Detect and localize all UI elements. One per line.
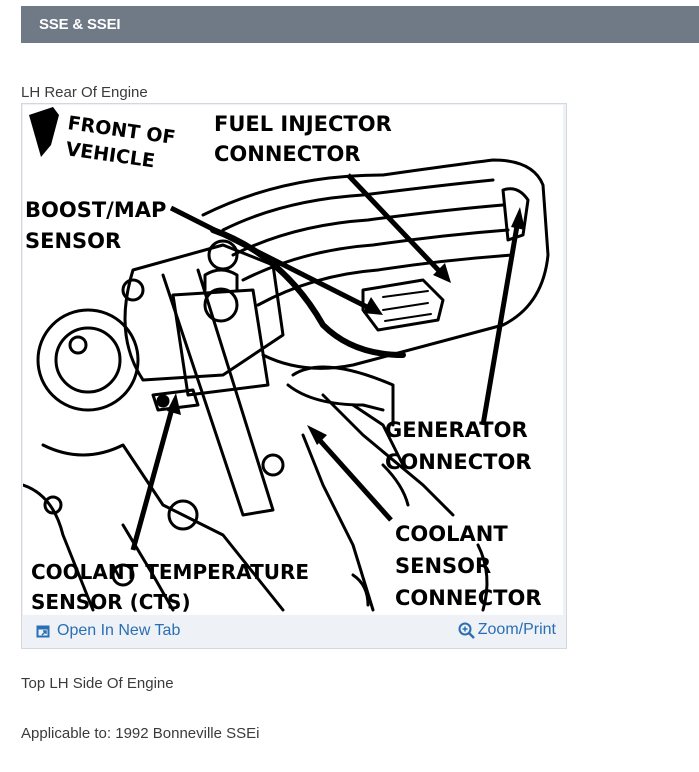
open-in-new-tab-link[interactable]: Open In New Tab: [36, 622, 180, 640]
label-generator-line2: CONNECTOR: [385, 450, 532, 474]
label-generator-line1: GENERATOR: [385, 418, 528, 442]
pointer-arrows: [130, 173, 525, 551]
figure-caption-below: Top LH Side Of Engine: [21, 675, 174, 692]
engine-line-art: [23, 158, 550, 612]
zoom-print-label: Zoom/Print: [477, 621, 556, 638]
section-title: SSE & SSEI: [39, 16, 121, 33]
label-coolant-sensor-line3: CONNECTOR: [395, 586, 542, 610]
label-coolant-sensor-line2: SENSOR: [395, 554, 491, 578]
front-arrow-icon: [29, 107, 59, 157]
label-boost-map-line1: BOOST/MAP: [25, 198, 166, 222]
figure-toolbar: Open In New Tab Zoom/Print: [22, 615, 566, 648]
figure-caption-above: LH Rear Of Engine: [21, 84, 148, 101]
label-fuel-injector-line1: FUEL INJECTOR: [214, 112, 392, 136]
open-in-new-tab-label: Open In New Tab: [57, 622, 181, 639]
label-coolant-sensor-line1: COOLANT: [395, 522, 508, 546]
applicable-text: Applicable to: 1992 Bonneville SSEi: [21, 725, 260, 742]
label-cts-line1: COOLANT TEMPERATURE: [31, 560, 309, 584]
engine-diagram-figure: FRONT OF VEHICLE FUEL INJECTOR CONNECTOR…: [21, 103, 567, 649]
engine-diagram[interactable]: FRONT OF VEHICLE FUEL INJECTOR CONNECTOR…: [23, 105, 563, 615]
zoom-print-link[interactable]: Zoom/Print: [458, 621, 556, 639]
external-link-icon: [36, 625, 50, 637]
zoom-in-icon: [458, 622, 475, 639]
label-fuel-injector-line2: CONNECTOR: [214, 142, 361, 166]
label-cts-line2: SENSOR (CTS): [31, 590, 191, 614]
section-header: SSE & SSEI: [21, 6, 699, 43]
label-boost-map-line2: SENSOR: [25, 229, 121, 253]
